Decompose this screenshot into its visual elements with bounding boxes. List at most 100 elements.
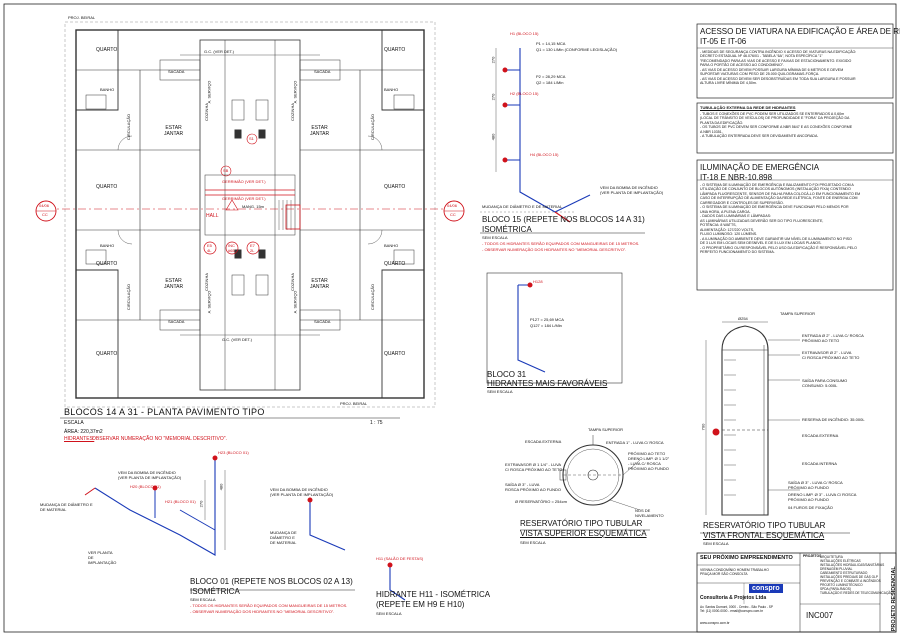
iso15-scale: SEM ESCALA: [482, 235, 508, 240]
tubulacao-title: TUBULAÇÃO EXTERNA DA REDE DE HIDRANTES: [700, 105, 796, 110]
iso31-subtitle: HIDRANTES MAIS FAVORÁVEIS: [487, 379, 608, 388]
iso31-q: Q127 = 184 L/Min: [530, 323, 562, 328]
plan-title: BLOCOS 14 A 31 - PLANTA PAVIMENTO TIPO: [64, 407, 265, 417]
room-circ-3: CIRCULAÇÃO: [126, 283, 132, 311]
res-top-scale: SEM ESCALA: [520, 540, 546, 545]
h11-subtitle: (REPETE EM H9 E H10): [376, 600, 465, 609]
room-banho-2: BANHO: [384, 87, 399, 92]
room-aservico-4: A. SERVIÇO: [292, 290, 298, 314]
room-hall: HALL: [206, 213, 219, 219]
res-front-title: RESERVATÓRIO TIPO TUBULAR: [703, 521, 826, 530]
iso01-tag-h23: H23 (BLOCO 01): [218, 450, 249, 455]
plan-beiral-top: PROJ. BEIRAL: [68, 15, 96, 20]
res-top-escada: ESCADA EXTERNA: [525, 439, 562, 444]
iso15-p1: P1 = 14,15 MCA: [536, 41, 566, 46]
room-sacada-1: SACADA: [168, 69, 185, 74]
tb-logo: conspro: [749, 584, 783, 593]
res-top-dim: Ø RESERVATÓRIO = 254cm: [515, 499, 567, 504]
iso31-tag: H128: [533, 279, 543, 284]
tb-disciplines: ARQUITETURA INSTALAÇÕES ELÉTRICAS INSTAL…: [820, 555, 893, 595]
eq-e7-sub: 2L: [250, 248, 255, 253]
eq-inc: INC: [228, 243, 235, 248]
res-top-tampa: TAMPA SUPERIOR: [588, 427, 623, 432]
ilum-code: IT-18 E NBR-10.898: [700, 173, 773, 182]
res-front-extravasor: EXTRAVASOR Ø 2" - LUVA C/ ROSCA PRÓXIMO …: [802, 350, 860, 360]
iso15-title: BLOCO 15 (REPETE NOS BLOCOS 14 A 31): [482, 215, 645, 224]
room-sacada-3: SACADA: [168, 319, 185, 324]
res-front-escada-ext: ESCADA EXTERNA: [802, 433, 839, 438]
iso01-note-1: - TODOS OS HIDRANTES SERÃO EQUIPADOS COM…: [190, 603, 348, 608]
iso15-note-1: - TODOS OS HIDRANTES SERÃO EQUIPADOS COM…: [482, 241, 640, 246]
room-circ-4: CIRCULAÇÃO: [370, 283, 376, 311]
iso15-tag-h1: H1 (BLOCO 15): [510, 31, 539, 36]
iso01-scale: SEM ESCALA: [190, 597, 216, 602]
res-top-proximo: PRÓXIMO AO TETO DRENO LIMP. Ø 1 1/2" - L…: [628, 451, 670, 471]
plan-hidrantes-note: OBSERVAR NUMERAÇÃO NO "MEMORIAL DESCRITI…: [92, 436, 227, 442]
notes-panel: [696, 23, 894, 291]
room-aservico-3: A. SERVIÇO: [206, 290, 212, 314]
iso01-tag-h21: H21 (BLOCO 01): [165, 499, 196, 504]
section-right-code: 04/06: [447, 203, 458, 208]
res-front-saida-consumo: SAÍDA PARA CONSUMO CONSUMO: 5.000L: [802, 378, 848, 388]
room-sacada-2: SACADA: [314, 69, 331, 74]
res-front-scale: SEM ESCALA: [703, 541, 729, 546]
res-front-saida-fundo: SAÍDA Ø 3" - LUVA C/ ROSCA PRÓXIMO AO FU…: [788, 480, 843, 490]
iso01-note-2: - OBSERVAR NUMERAÇÃO DOS HIDRANTES NO "M…: [190, 609, 335, 614]
h11-tag: H11 (SALÃO DE FESTAS): [376, 556, 424, 561]
iso15-dim-2: 270: [490, 93, 496, 101]
iso-h11: [387, 562, 406, 601]
iso15-p2: P2 = 28,29 MCA: [536, 74, 566, 79]
h11-scale: SEM ESCALA: [376, 611, 402, 616]
tb-company: Consultoria & Projetos Ltda: [700, 595, 767, 601]
eq-sb: SB: [223, 168, 229, 173]
room-quarto-3: QUARTO: [96, 184, 118, 190]
res-top-nivelamento: NOS DE NIVELAMENTO: [635, 508, 664, 518]
iso15-tag-h4: H4 (BLOCO 15): [530, 152, 559, 157]
res-front-dreno: DRENO LIMP. Ø 3" - LUVA C/ ROSCA PRÓXIMO…: [788, 492, 857, 502]
iso15-subtitle: ISOMÉTRICA: [482, 225, 532, 234]
res-top-extravasor: EXTRAVASOR Ø 1 1/4" - LUVA C/ ROSCA PRÓX…: [505, 462, 563, 472]
room-quarto-2: QUARTO: [384, 47, 406, 53]
room-quarto-6: QUARTO: [384, 261, 406, 267]
acesso-code: IT-05 E IT-06: [700, 37, 747, 46]
iso01-tag-h20: H20 (BLOCO 01): [130, 484, 161, 489]
room-cozinha-1: COZINHA: [204, 103, 209, 121]
res-front-reserva: RESERVA DE INCÊNDIO: 35.000L: [802, 417, 865, 422]
room-cozinha-4: COZINHA: [290, 273, 295, 291]
eq-s1: S1: [249, 136, 254, 141]
res-front-fixacao: 04 FUROS DE FIXAÇÃO: [788, 505, 833, 510]
iso15-mudanca: MUDANÇA DE DIÂMETRO E DE MATERIAL: [482, 204, 563, 209]
gc-label-bottom: G.C. (VER DET.): [222, 337, 253, 342]
plan-escala-label: ESCALA: [64, 420, 84, 426]
room-aservico-1: A. SERVIÇO: [206, 80, 212, 104]
room-banho-1: BANHO: [100, 87, 115, 92]
gerrimao-label-2: GERRIMÃO (VER DET.): [222, 196, 266, 201]
eq-e5: E5: [207, 243, 212, 248]
iso15-tag-h2: H2 (BLOCO 15): [510, 91, 539, 96]
iso01-vem-bomba-1: VEM DA BOMBA DE INCÊNDIO (VER PLANTA DE …: [118, 470, 182, 480]
iso15-q1: Q1 = 130 L/Min (CONFORME LEGISLAÇÃO): [536, 47, 618, 52]
room-circ-2: CIRCULAÇÃO: [370, 113, 376, 141]
iso15-note-2: - OBSERVAR NUMERAÇÃO DOS HIDRANTES NO "M…: [482, 247, 627, 252]
res-front-tampa: TAMPA SUPERIOR: [780, 311, 815, 316]
room-estar-4: ESTAR JANTAR: [310, 278, 330, 291]
tb-company-addr: Av. Santos Dumont, 0000 - Centro - São P…: [700, 605, 774, 613]
iso01-ver-planta: VER PLANTA DE IMPLANTAÇÃO: [88, 550, 117, 565]
room-quarto-8: QUARTO: [384, 351, 406, 357]
room-cozinha-2: COZINHA: [290, 103, 295, 121]
room-banho-4: BANHO: [384, 243, 399, 248]
iso01-subtitle: ISOMÉTRICA: [190, 587, 240, 596]
tb-side: PROJETO RESIDENCIAL: [890, 566, 897, 632]
gerrimao-label-1: GERRIMÃO (VER DET.): [222, 179, 266, 184]
acesso-text: - MEDIDAS DE SEGURANÇA CONTRA INCÊNDIO X…: [700, 50, 857, 86]
reservoir-top-view: [559, 435, 641, 511]
plan-hidrantes-label: HIDRANTES:: [64, 436, 95, 442]
iso-bloco15: [480, 48, 591, 223]
iso15-vem-bomba: VEM DA BOMBA DE INCÊNDIO (VER PLANTA DE …: [600, 185, 664, 195]
plan-beiral-bottom: PROJ. BEIRAL: [340, 401, 368, 406]
iso31-p: P127 = 25,69 MCA: [530, 317, 564, 322]
ilum-title: ILUMINAÇÃO DE EMERGÊNCIA: [700, 163, 820, 172]
room-circ-1: CIRCULAÇÃO: [126, 113, 132, 141]
room-cozinha-3: COZINHA: [204, 273, 209, 291]
